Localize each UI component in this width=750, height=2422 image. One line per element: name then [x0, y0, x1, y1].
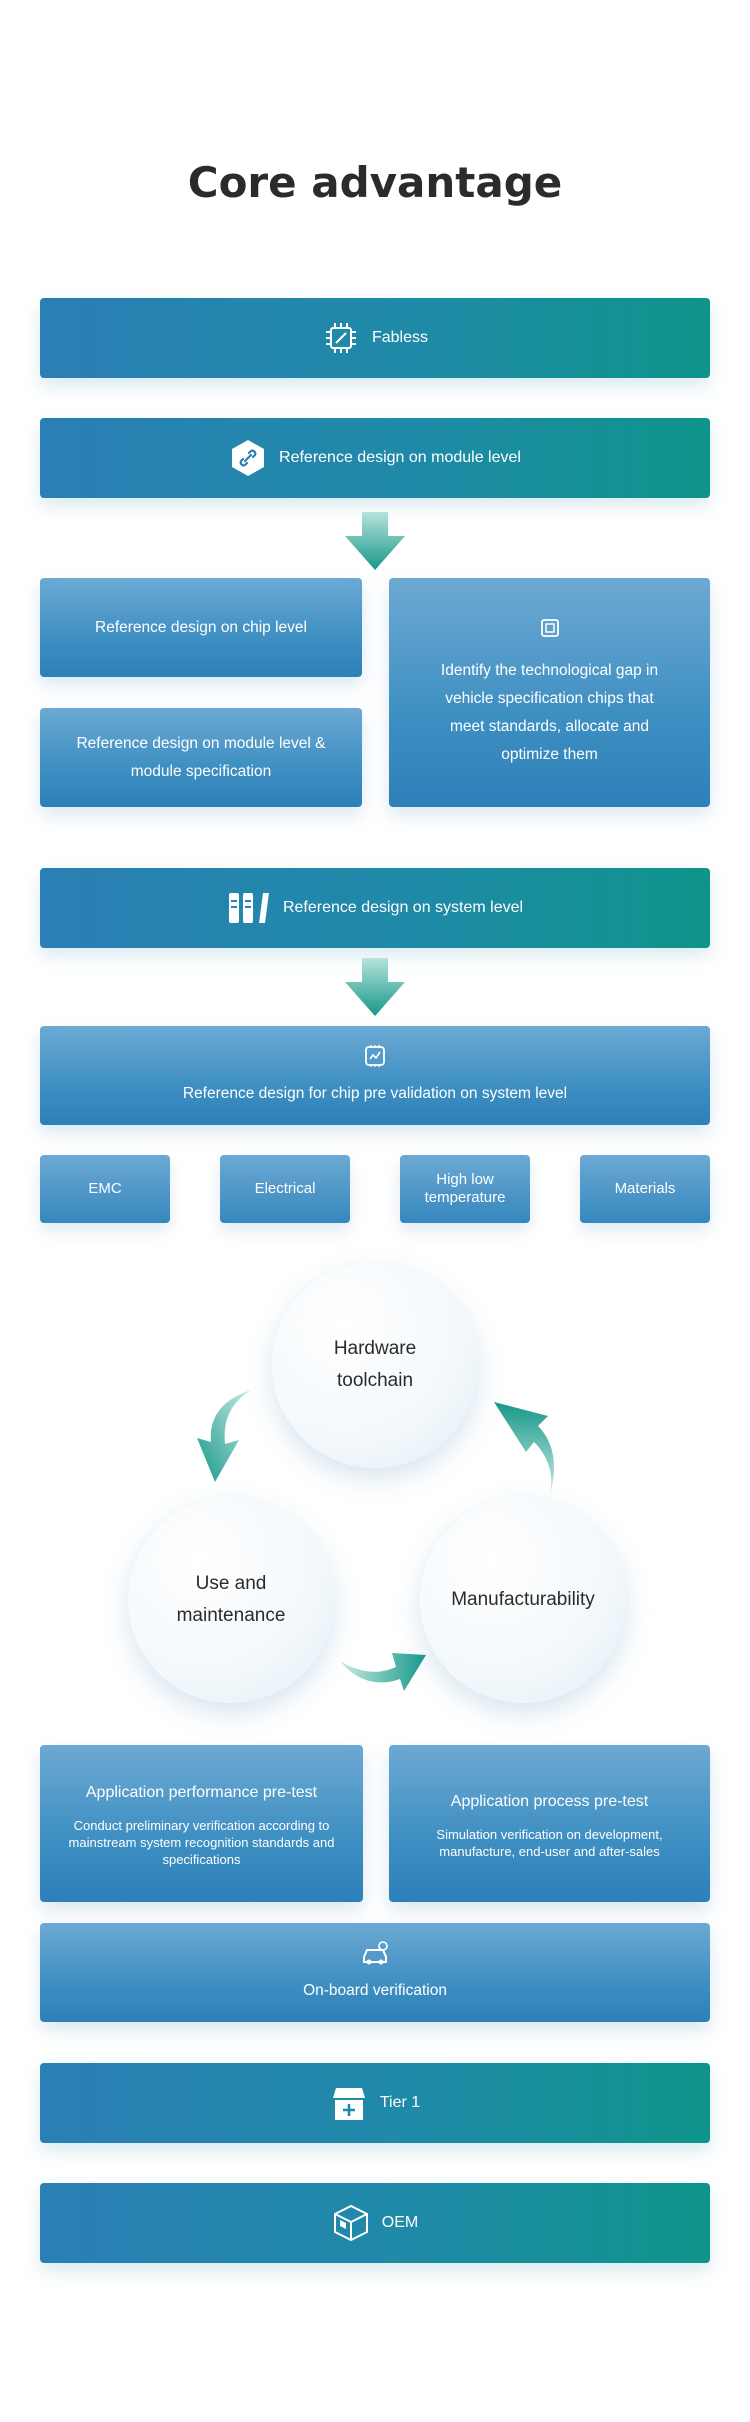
tier1-bar: Tier 1	[40, 2063, 710, 2143]
module-level-label: Reference design on module level	[279, 449, 521, 466]
down-arrow-icon	[345, 512, 405, 570]
chip-icon	[322, 319, 360, 357]
onboard-verification-card: On-board verification	[40, 1923, 710, 2022]
tier1-label: Tier 1	[379, 2094, 421, 2111]
car-icon	[360, 1940, 390, 1975]
page-title: Core advantage	[187, 158, 563, 207]
process-pretest-desc: Simulation verification on development, …	[436, 1826, 663, 1859]
manufacturability-circle: Manufacturability	[420, 1497, 626, 1703]
chip-validation-label: Reference design for chip pre validation…	[182, 1084, 568, 1102]
test-emc: EMC	[40, 1155, 170, 1223]
chip-level-label: Reference design on chip level	[95, 618, 307, 636]
test-label: Electrical	[254, 1180, 316, 1197]
module-spec-label: Reference design on module level & modul…	[76, 734, 326, 780]
test-label: EMC	[88, 1180, 122, 1197]
performance-pretest-title: Application performance pre-test	[85, 1784, 318, 1801]
performance-pretest-card: Application performance pre-test Conduct…	[40, 1745, 363, 1902]
test-temperature: High low temperature	[400, 1155, 530, 1223]
board-icon	[363, 1044, 387, 1078]
link-hexagon-icon	[229, 439, 267, 477]
tech-gap-card: Identify the technological gap in vehicl…	[389, 578, 710, 807]
chip-level-card: Reference design on chip level	[40, 578, 362, 677]
down-arrow-icon	[345, 958, 405, 1016]
hardware-toolchain-circle: Hardware toolchain	[272, 1262, 478, 1468]
chip-validation-card: Reference design for chip pre validation…	[40, 1026, 710, 1125]
test-label: Materials	[614, 1180, 676, 1197]
chip-small-icon	[539, 617, 561, 649]
oem-bar: OEM	[40, 2183, 710, 2263]
onboard-verification-label: On-board verification	[303, 1981, 447, 1999]
system-level-bar: Reference design on system level	[40, 868, 710, 948]
modules-icon	[227, 889, 271, 927]
system-level-label: Reference design on system level	[282, 899, 524, 916]
test-label: High low temperature	[424, 1171, 506, 1206]
manufacturability-label: Manufacturability	[451, 1589, 595, 1610]
process-pretest-card: Application process pre-test Simulation …	[389, 1745, 710, 1902]
module-level-bar: Reference design on module level	[40, 418, 710, 498]
fabless-label: Fabless	[371, 329, 429, 346]
factory-icon	[330, 2084, 368, 2122]
process-pretest-title: Application process pre-test	[450, 1792, 649, 1810]
tech-gap-label: Identify the technological gap in vehicl…	[440, 661, 659, 763]
curved-arrow-icon	[197, 1390, 251, 1482]
test-electrical: Electrical	[220, 1155, 350, 1223]
module-spec-card: Reference design on module level & modul…	[40, 708, 362, 807]
cube-icon	[332, 2204, 370, 2242]
oem-label: OEM	[381, 2214, 419, 2231]
fabless-bar: Fabless	[40, 298, 710, 378]
use-maintenance-circle: Use and maintenance	[128, 1497, 334, 1703]
performance-pretest-desc: Conduct preliminary verification accordi…	[68, 1818, 335, 1867]
hardware-toolchain-label: Hardware toolchain	[333, 1338, 417, 1391]
curved-arrow-icon	[340, 1653, 426, 1691]
curved-arrow-icon	[494, 1402, 554, 1494]
use-maintenance-label: Use and maintenance	[176, 1573, 286, 1626]
test-materials: Materials	[580, 1155, 710, 1223]
